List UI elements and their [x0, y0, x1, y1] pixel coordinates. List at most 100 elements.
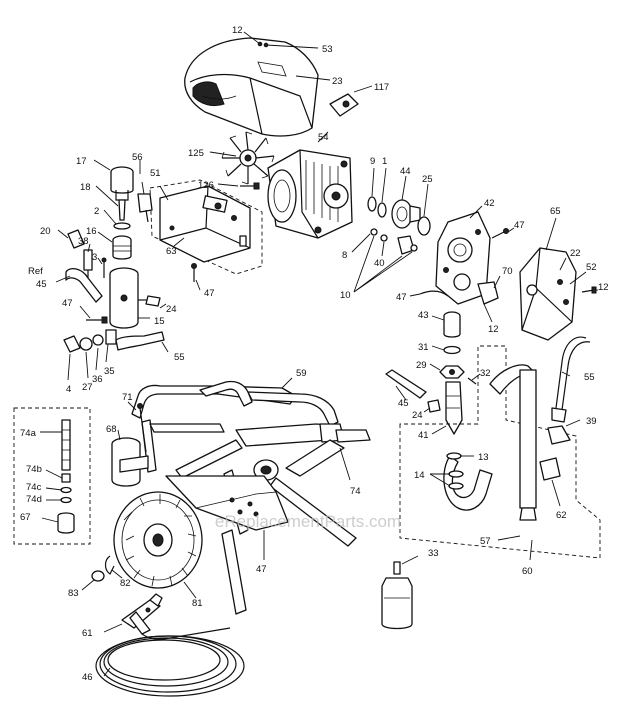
- callout-74a: 74a: [20, 428, 37, 439]
- callout-39: 39: [586, 416, 597, 427]
- part-kit-74a: [13, 407, 91, 545]
- part-82: [104, 555, 115, 575]
- callout-15: 15: [154, 316, 165, 327]
- part-washers-9-1: [367, 196, 387, 218]
- callout-59: 59: [296, 368, 307, 379]
- callout-47-wire: 47: [396, 292, 407, 303]
- callout-8: 8: [342, 250, 347, 261]
- part-shroud-cover: [184, 37, 319, 137]
- watermark-text: eReplacementParts.com: [215, 512, 401, 531]
- callout-47-left: 47: [62, 298, 73, 309]
- callout-33: 33: [428, 548, 439, 559]
- callout-27: 27: [82, 382, 93, 393]
- part-bucket-68: [111, 437, 149, 487]
- part-29: [439, 365, 465, 379]
- part-56: [137, 193, 153, 223]
- callout-18: 18: [80, 182, 91, 193]
- part-47-wire: [419, 290, 449, 297]
- part-wheel-81: [113, 491, 203, 589]
- callout-31: 31: [418, 342, 429, 353]
- callout-83: 83: [68, 588, 79, 599]
- callout-71: 71: [122, 392, 133, 403]
- part-70: [477, 281, 499, 305]
- callout-9: 9: [370, 156, 375, 167]
- callout-labels: 12 53 23 117 54 125 126 17 56 51 18 2 20…: [20, 25, 609, 683]
- callout-1: 1: [382, 156, 387, 167]
- callout-82: 82: [120, 578, 131, 589]
- part-31: [443, 345, 461, 355]
- callout-38: 38: [78, 236, 89, 247]
- callout-125: 125: [188, 148, 204, 159]
- callout-54: 54: [318, 132, 329, 143]
- callout-81: 81: [192, 598, 203, 609]
- callout-57: 57: [480, 536, 491, 547]
- part-pump-41: [445, 381, 463, 435]
- callout-44: 44: [400, 166, 411, 177]
- part-gear-44: [391, 199, 421, 229]
- callout-52: 52: [586, 262, 597, 273]
- part-83: [91, 570, 105, 582]
- part-hose-46: [95, 627, 245, 697]
- callout-74d: 74d: [26, 494, 42, 505]
- callout-70: 70: [502, 266, 513, 277]
- part-8-40: [370, 228, 418, 255]
- callout-25: 25: [422, 174, 433, 185]
- callout-12-cover: 12: [598, 282, 609, 293]
- callout-41: 41: [418, 430, 429, 441]
- part-20: [67, 229, 85, 249]
- part-filter-15: [109, 267, 150, 329]
- callout-47-housing: 47: [514, 220, 525, 231]
- callout-36: 36: [92, 374, 103, 385]
- part-hose-55-right: [551, 336, 591, 423]
- part-hose-45-left: [65, 267, 103, 303]
- callout-46: 46: [82, 672, 93, 683]
- part-bottle-33: [381, 561, 413, 630]
- callout-12-top: 12: [232, 25, 243, 36]
- callout-56: 56: [132, 152, 143, 163]
- callout-20: 20: [40, 226, 51, 237]
- callout-17: 17: [76, 156, 87, 167]
- callout-47-cart: 47: [256, 564, 267, 575]
- part-screw-12-cover: [581, 286, 597, 294]
- callout-60: 60: [522, 566, 533, 577]
- part-24-left: [145, 295, 161, 307]
- part-39: [547, 425, 571, 445]
- callout-74b: 74b: [26, 464, 42, 475]
- part-motor-54: [267, 149, 353, 239]
- callout-4: 4: [66, 384, 71, 395]
- callout-74: 74: [350, 486, 361, 497]
- callout-13: 13: [478, 452, 489, 463]
- callout-40: 40: [374, 258, 385, 269]
- part-front-cover-65: [519, 247, 577, 341]
- part-3: [101, 257, 107, 278]
- part-rod-45-right: [385, 369, 427, 399]
- part-47-bolt: [86, 316, 108, 324]
- part-housing-42: [435, 211, 491, 305]
- callout-29: 29: [416, 360, 427, 371]
- part-control-box-51: [149, 179, 263, 275]
- part-32: [467, 377, 477, 385]
- callout-3: 3: [92, 252, 97, 263]
- callout-61: 61: [82, 628, 93, 639]
- callout-55-right: 55: [584, 372, 595, 383]
- part-clip-117: [329, 93, 359, 117]
- part-pressure-control-17: [110, 166, 134, 201]
- part-18: [118, 199, 126, 221]
- part-spray-gun-61: [121, 593, 163, 635]
- leader-dots: [257, 41, 269, 48]
- part-oring-2: [113, 222, 131, 230]
- callout-16: 16: [86, 226, 97, 237]
- callout-47-box: 47: [204, 288, 215, 299]
- part-cart-frame-59: [131, 380, 371, 615]
- part-24-right: [427, 399, 441, 413]
- callout-ref: Ref: [28, 266, 43, 277]
- leader-lines: [40, 31, 598, 677]
- callout-32: 32: [480, 368, 491, 379]
- part-43: [443, 311, 461, 338]
- callout-45-left: 45: [36, 279, 47, 290]
- part-47-box-screw: [191, 263, 197, 282]
- callout-24-right: 24: [412, 410, 423, 421]
- part-fittings-4-27-36-35: [63, 329, 117, 353]
- part-hose-55-left: [115, 331, 165, 351]
